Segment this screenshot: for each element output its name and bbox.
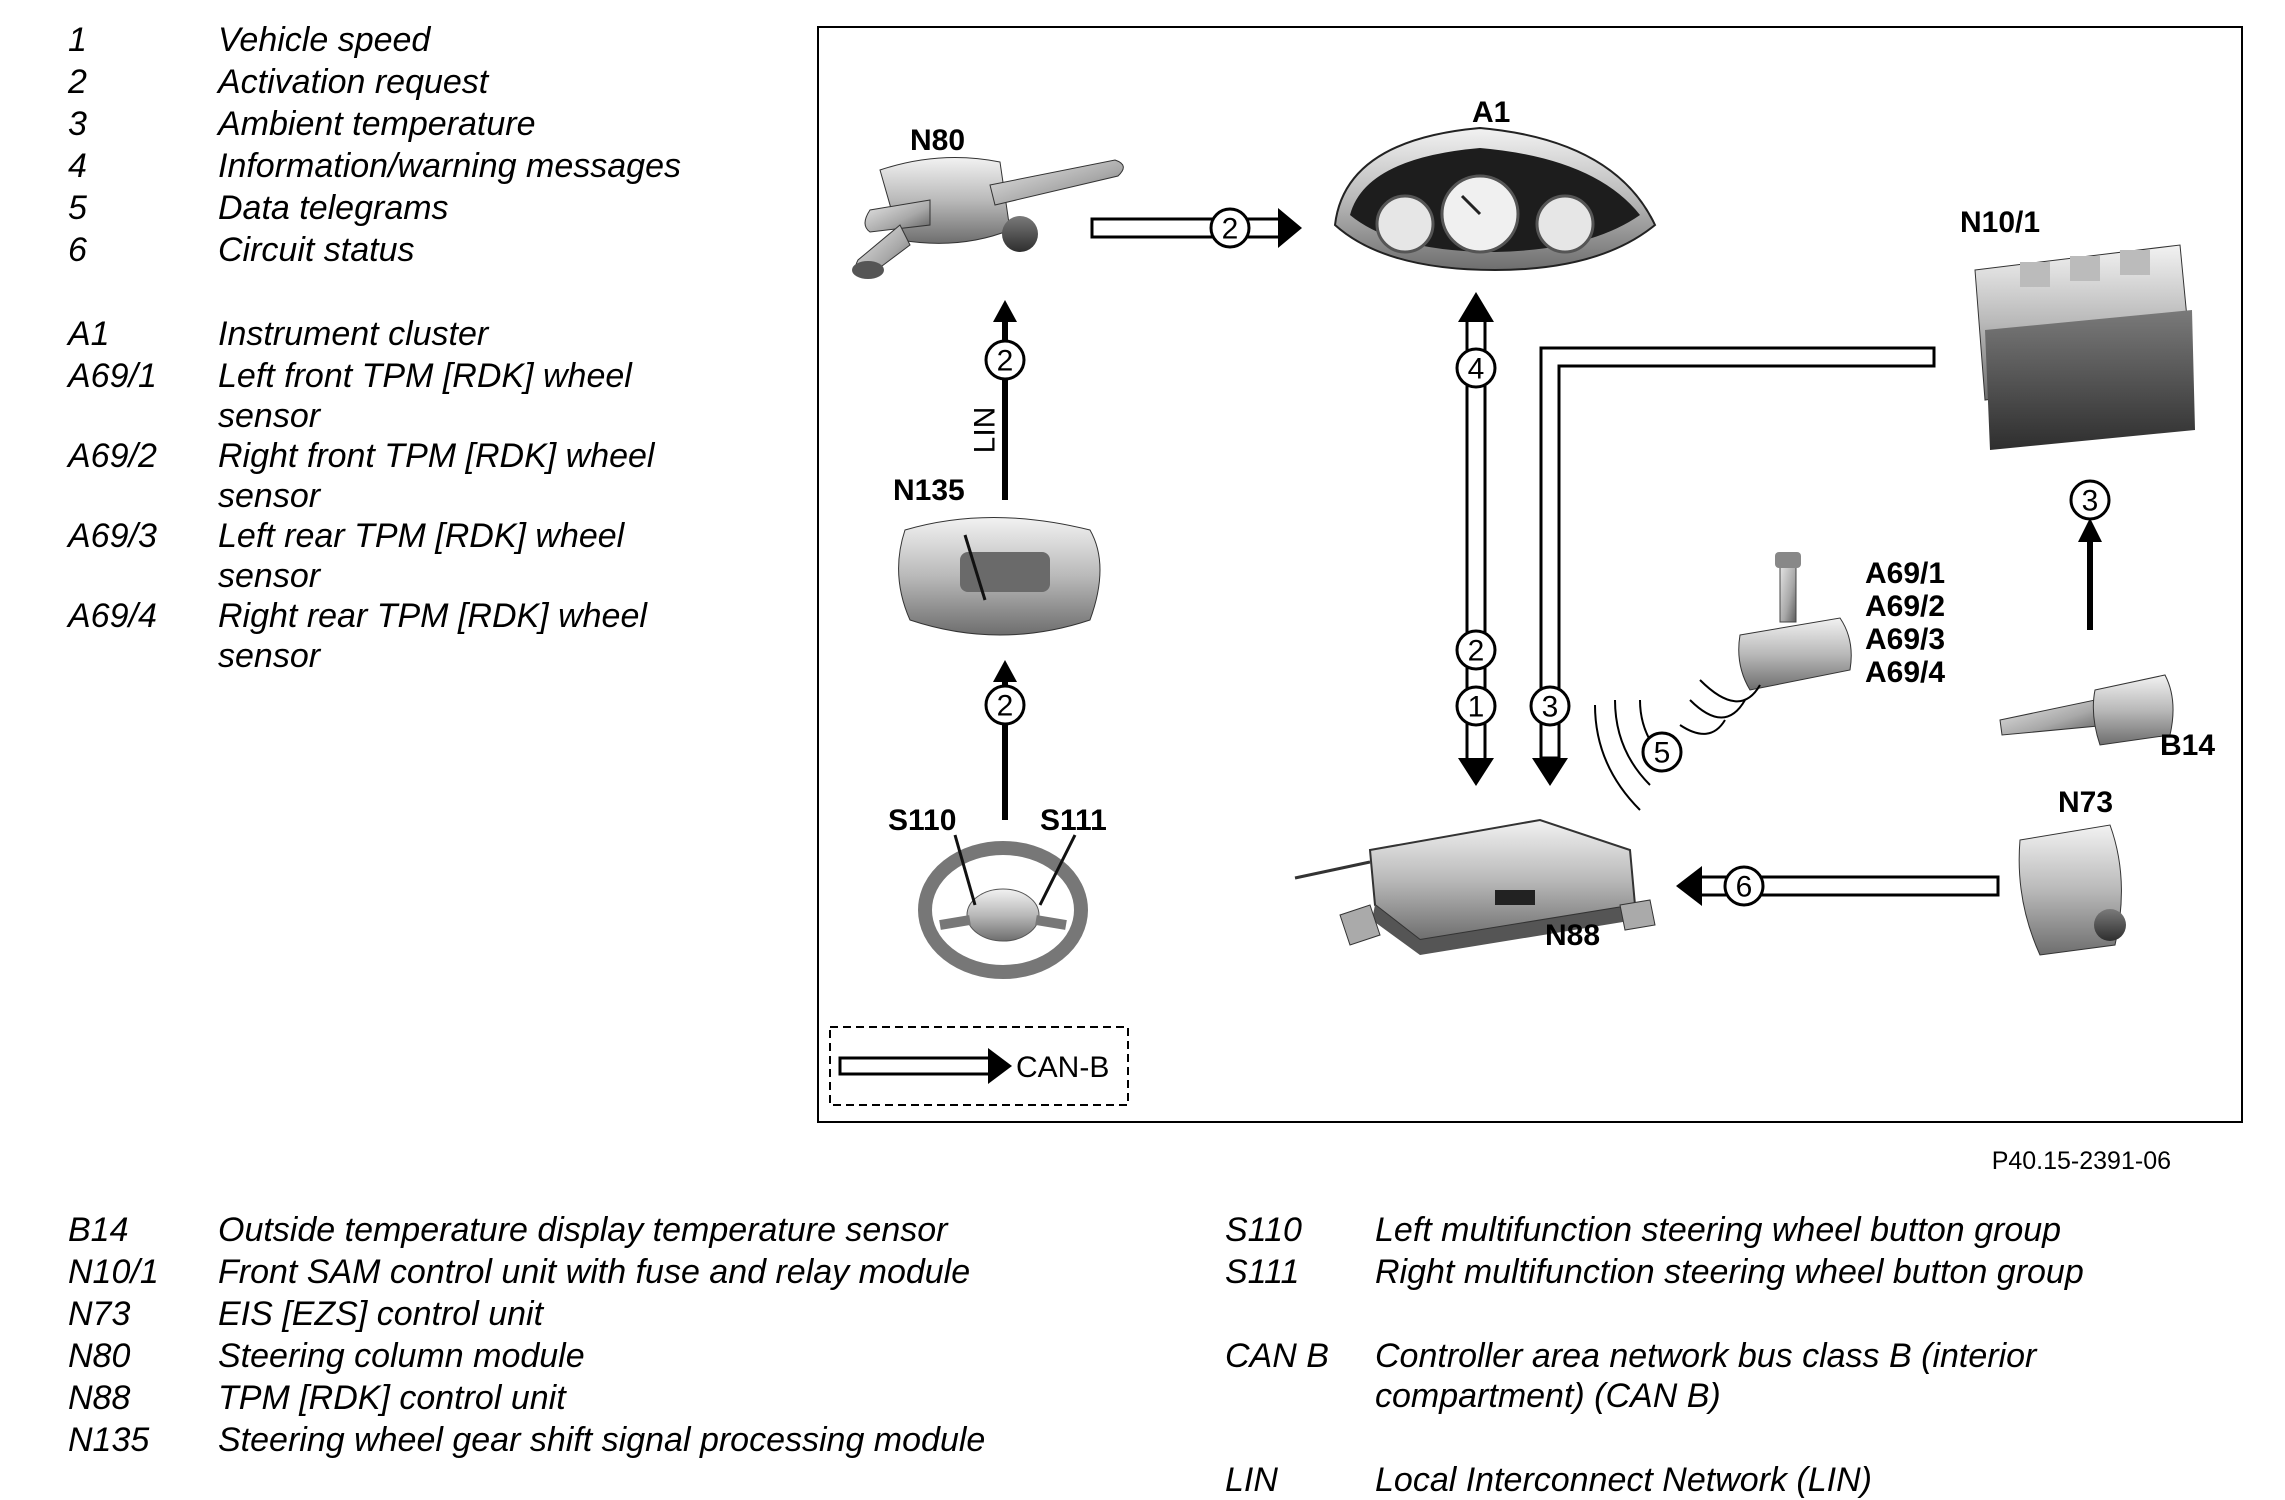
signal-number: 4 xyxy=(1468,353,1485,386)
legend-code: 3 xyxy=(68,105,87,143)
legend-description: Steering wheel gear shift signal process… xyxy=(218,1421,986,1459)
legend-code: 4 xyxy=(68,147,87,185)
b14-label: B14 xyxy=(2160,729,2215,762)
n88-label: N88 xyxy=(1545,919,1600,952)
legend-code: A69/4 xyxy=(68,597,157,635)
can-b-key xyxy=(829,1026,1129,1106)
lin-label: LIN xyxy=(969,407,1002,454)
n135-steering-wheel-signal-module xyxy=(898,517,1101,636)
a1-instrument-cluster xyxy=(1333,126,1657,272)
legend-code: A69/2 xyxy=(68,437,157,475)
legend-description: Outside temperature display temperature … xyxy=(218,1211,948,1249)
legend-code: B14 xyxy=(68,1211,129,1249)
legend-description: Right multifunction steering wheel butto… xyxy=(1375,1253,2084,1291)
a69-wheel-sensor xyxy=(1738,552,1852,691)
legend-code: A69/3 xyxy=(68,517,157,555)
signal-number: 3 xyxy=(2082,485,2099,518)
b14-temperature-sensor xyxy=(1999,674,2174,746)
svg-text:A69/1: A69/1 xyxy=(1865,557,1945,590)
steering-wheel xyxy=(918,834,1088,979)
signal-number: 2 xyxy=(997,345,1014,378)
legend-description: Controller area network bus class B (int… xyxy=(1375,1337,2037,1415)
legend-description: Activation request xyxy=(218,63,489,101)
s111-label: S111 xyxy=(1040,804,1107,837)
n10-1-label: N10/1 xyxy=(1960,206,2040,239)
legend-description: Instrument cluster xyxy=(218,315,489,353)
legend-description: Vehicle speed xyxy=(218,21,431,59)
legend-description: Steering column module xyxy=(218,1337,585,1375)
legend-code: 5 xyxy=(68,189,87,227)
s110-label: S110 xyxy=(888,804,956,837)
legend-code: N10/1 xyxy=(68,1253,159,1291)
svg-text:A69/4: A69/4 xyxy=(1865,656,1945,689)
legend-code: A69/1 xyxy=(68,357,157,395)
legend-description: Front SAM control unit with fuse and rel… xyxy=(218,1253,971,1291)
legend-description: Circuit status xyxy=(218,231,415,269)
legend-code: 6 xyxy=(68,231,87,269)
legend-code: S111 xyxy=(1225,1253,1300,1291)
can-line-sam-to-n88 xyxy=(1532,346,1936,786)
legend-code: N80 xyxy=(68,1337,131,1375)
signal-number: 2 xyxy=(1468,635,1485,668)
signal-number: 5 xyxy=(1654,737,1671,770)
n88-tpm-control-unit xyxy=(1294,818,1656,955)
signal-number: 2 xyxy=(1222,213,1239,246)
legend-description: EIS [EZS] control unit xyxy=(218,1295,544,1333)
legend-description: Data telegrams xyxy=(218,189,449,227)
signal-number: 6 xyxy=(1736,871,1753,904)
n135-label: N135 xyxy=(893,474,965,507)
signal-number: 3 xyxy=(1542,691,1559,724)
can-arrow-n73-to-n88 xyxy=(1676,866,2000,906)
signal-number: 1 xyxy=(1468,691,1485,724)
legend-code: 1 xyxy=(68,21,87,59)
figure-reference: P40.15-2391-06 xyxy=(1991,1147,2171,1175)
n80-label: N80 xyxy=(910,124,965,157)
legend-code: N88 xyxy=(68,1379,131,1417)
legend-code: A1 xyxy=(68,315,110,353)
legend-description: Local Interconnect Network (LIN) xyxy=(1375,1461,1872,1499)
svg-text:A69/2: A69/2 xyxy=(1865,590,1945,623)
a1-label: A1 xyxy=(1472,96,1510,129)
legend-code: LIN xyxy=(1225,1461,1278,1499)
legend-description: TPM [RDK] control unit xyxy=(218,1379,566,1417)
legend-code: N135 xyxy=(68,1421,150,1459)
signal-number: 2 xyxy=(997,690,1014,723)
n80-steering-column-module xyxy=(852,157,1124,279)
legend-description: Information/warning messages xyxy=(218,147,682,185)
legend-code: S110 xyxy=(1225,1211,1302,1249)
svg-text:A69/3: A69/3 xyxy=(1865,623,1945,656)
n73-label: N73 xyxy=(2058,786,2113,819)
legend-code: N73 xyxy=(68,1295,131,1333)
a69-labels: A69/1 A69/2 A69/3 A69/4 xyxy=(1865,557,1945,689)
n10-1-front-sam-control-unit xyxy=(1974,244,2195,450)
legend-description: Ambient temperature xyxy=(218,105,536,143)
legend-code: 2 xyxy=(68,63,87,101)
legend-description: Left multifunction steering wheel button… xyxy=(1375,1211,2062,1249)
can-b-label: CAN-B xyxy=(1016,1051,1109,1084)
legend-code: CAN B xyxy=(1225,1337,1329,1375)
n73-eis-control-unit xyxy=(2018,824,2126,956)
